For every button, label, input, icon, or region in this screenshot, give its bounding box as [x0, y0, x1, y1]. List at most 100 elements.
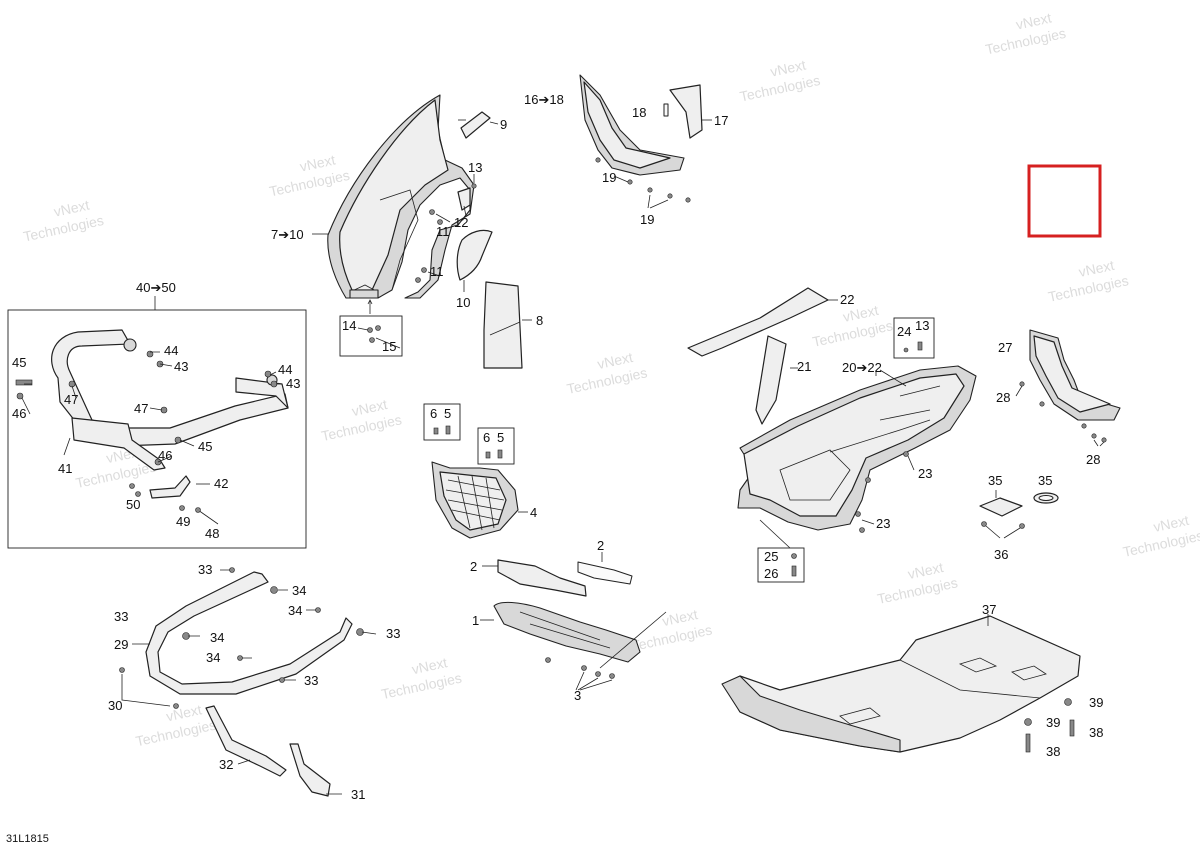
bumper-assembly-box	[7, 296, 307, 549]
callout-19: 19	[602, 170, 616, 185]
callout-31: 31	[351, 787, 365, 802]
callout-34: 34	[210, 630, 224, 645]
callout-4: 4	[530, 505, 537, 520]
callout-16-18: 16➔18	[524, 92, 564, 107]
callout-33: 33	[304, 673, 318, 688]
callout-40-50: 40➔50	[136, 280, 176, 295]
svg-text:vNext: vNext	[1152, 512, 1190, 535]
callout-33: 33	[198, 562, 212, 577]
part-20-side-panel	[737, 365, 977, 549]
callout-2: 2	[470, 559, 477, 574]
callout-18: 18	[632, 105, 646, 120]
callout-10: 10	[456, 295, 470, 310]
svg-text:vNext: vNext	[841, 302, 879, 325]
callout-20-22: 20➔22	[842, 360, 882, 375]
svg-text:vNext: vNext	[661, 606, 699, 629]
callout-35: 35	[1038, 473, 1052, 488]
callout-45: 45	[198, 439, 212, 454]
callout-33: 33	[386, 626, 400, 641]
svg-text:vNext: vNext	[596, 349, 634, 372]
skid-plate-37	[721, 614, 1081, 753]
lower-bumper	[119, 567, 377, 797]
callout-34: 34	[206, 650, 220, 665]
callout-25: 25	[764, 549, 778, 564]
callout-38: 38	[1089, 725, 1103, 740]
callout-46: 46	[12, 406, 26, 421]
callout-36: 36	[994, 547, 1008, 562]
callout-8: 8	[536, 313, 543, 328]
callout-30: 30	[108, 698, 122, 713]
callout-11: 11	[430, 264, 444, 279]
callout-13: 13	[915, 318, 929, 333]
svg-text:vNext: vNext	[410, 654, 448, 677]
callout-48: 48	[205, 526, 219, 541]
callout-35: 35	[988, 473, 1002, 488]
top-bracket-assembly	[579, 74, 691, 209]
callout-37: 37	[982, 602, 996, 617]
callout-23: 23	[876, 516, 890, 531]
callout-12: 12	[454, 215, 468, 230]
part-17-trim	[669, 84, 703, 139]
callout-7-10: 7➔10	[271, 227, 304, 242]
callout-46: 46	[158, 448, 172, 463]
callout-34: 34	[288, 603, 302, 618]
callout-45: 45	[12, 355, 26, 370]
callout-6: 6	[430, 406, 437, 421]
callout-39: 39	[1046, 715, 1060, 730]
svg-text:vNext: vNext	[1014, 9, 1052, 32]
part-2-pad-left	[497, 559, 587, 597]
part-1-skid	[493, 601, 641, 663]
highlight-box[interactable]	[1027, 164, 1102, 238]
svg-text:vNext: vNext	[52, 197, 90, 220]
callout-41: 41	[58, 461, 72, 476]
svg-text:vNext: vNext	[350, 396, 388, 419]
leader-lines	[21, 119, 466, 463]
callout-9: 9	[500, 117, 507, 132]
svg-text:vNext: vNext	[298, 151, 336, 174]
callout-2: 2	[597, 538, 604, 553]
callout-47: 47	[134, 401, 148, 416]
callout-32: 32	[219, 757, 233, 772]
part-10-panel	[456, 229, 493, 281]
svg-text:vNext: vNext	[906, 559, 944, 582]
callout-47: 47	[64, 392, 78, 407]
callout-1: 1	[472, 613, 479, 628]
callout-23: 23	[918, 466, 932, 481]
callout-5: 5	[497, 430, 504, 445]
callout-43: 43	[286, 376, 300, 391]
callout-27: 27	[998, 340, 1012, 355]
callout-28: 28	[1086, 452, 1100, 467]
part-9-trim	[460, 111, 491, 139]
callout-17: 17	[714, 113, 728, 128]
callout-50: 50	[126, 497, 140, 512]
callout-21: 21	[797, 359, 811, 374]
box-24-13	[893, 317, 935, 359]
part-18-clip	[663, 103, 669, 117]
callout-22: 22	[840, 292, 854, 307]
svg-text:vNext: vNext	[769, 57, 807, 80]
callout-13: 13	[468, 160, 482, 175]
callout-28: 28	[996, 390, 1010, 405]
part-2-pad-right	[577, 561, 633, 585]
callout-11: 11	[436, 224, 450, 239]
callout-3: 3	[574, 688, 581, 703]
rear-side-panel	[1015, 329, 1121, 447]
box-25-26	[757, 547, 805, 583]
fender-hardware	[415, 174, 477, 283]
svg-text:vNext: vNext	[1077, 257, 1115, 280]
callout-33: 33	[114, 609, 128, 624]
callout-19: 19	[640, 212, 654, 227]
box-14-15	[339, 299, 403, 357]
callout-15: 15	[382, 339, 396, 354]
